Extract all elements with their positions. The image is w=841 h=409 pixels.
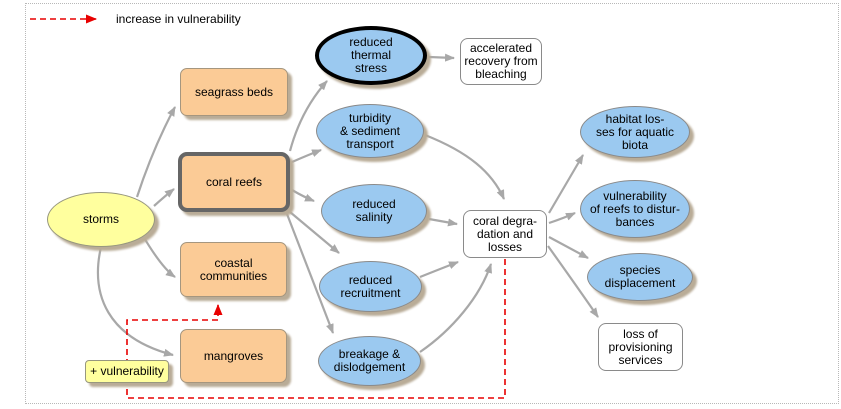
edge-degradation-species [548, 236, 589, 259]
page-dotted-border [25, 3, 839, 404]
edge-breakage-degradation [419, 263, 493, 353]
node-coral-reefs: coral reefs [178, 152, 290, 212]
node-breakage-dislodgement: breakage & dislodgement [318, 336, 421, 386]
edge-salinity-degradation [428, 217, 458, 227]
impact-arrows [96, 53, 599, 357]
edge-degradation-vulnreefs [548, 211, 576, 225]
edge-reefs-recruitment [289, 211, 340, 254]
node-loss-of-provisioning: loss of provisioning services [598, 323, 683, 371]
node-reduced-recruitment: reduced recruitment [319, 261, 422, 312]
node-habitat-losses: habitat los- ses for aquatic biota [580, 106, 690, 158]
node-storms: storms [47, 192, 155, 247]
node-accelerated-recovery: accelerated recovery from bleaching [460, 38, 542, 85]
node-turbidity-sediment-transport: turbidity & sediment transport [316, 104, 424, 158]
edge-reefs-salinity [291, 189, 315, 203]
node-coastal-communities: coastal communities [180, 242, 287, 297]
legend-label: increase in vulnerability [116, 12, 241, 26]
edge-storms-mangroves [96, 246, 174, 357]
vulnerability-arrows [30, 14, 506, 399]
edge-storms-coralreefs [153, 188, 175, 207]
edge-degradation-lossprov [547, 245, 599, 318]
node-reduced-salinity: reduced salinity [321, 184, 427, 238]
edge-recruitment-degradation [419, 260, 459, 279]
vulnerability-label: + vulnerability [85, 360, 169, 383]
node-species-displacement: species displacement [587, 253, 693, 301]
edge-storms-seagrass [135, 106, 176, 198]
edge-reefs-turbidity [291, 148, 322, 164]
edge-turbidity-degradation [424, 133, 506, 200]
edge-vulnerability-path [126, 259, 506, 399]
node-mangroves: mangroves [180, 329, 287, 383]
edge-storms-coastal [142, 235, 176, 278]
node-coral-degradation: coral degra- dation and losses [463, 210, 547, 258]
node-reduced-thermal-stress: reduced thermal stress [315, 26, 427, 85]
node-vulnerability-of-reefs: vulnerability of reefs to distur- bances [580, 180, 690, 238]
node-seagrass-beds: seagrass beds [180, 68, 288, 116]
edge-reefs-breakage [285, 213, 335, 334]
edge-degradation-habitat [548, 154, 584, 214]
edge-reefs-thermal [288, 80, 328, 152]
edge-thermal-recovery [428, 53, 455, 62]
